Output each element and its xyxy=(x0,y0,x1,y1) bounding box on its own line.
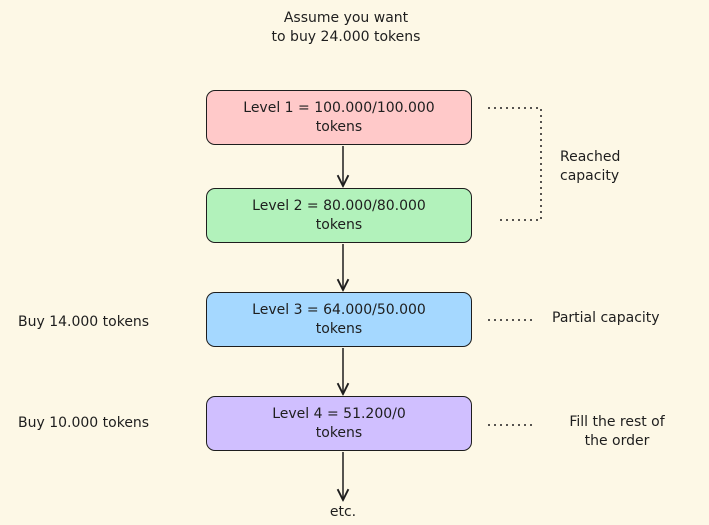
fill-line-2: the order xyxy=(584,433,650,449)
level-1-label: Level 1 = 100.000/100.000 xyxy=(243,99,435,116)
level-2-label: Level 2 = 80.000/80.000 xyxy=(252,197,426,214)
etc-label: etc. xyxy=(329,504,357,520)
reached-capacity-bracket xyxy=(488,107,542,221)
header-note: Assume you want to buy 24.000 tokens xyxy=(236,9,456,47)
reached-line-1: Reached xyxy=(560,149,621,165)
fill-line-1: Fill the rest of xyxy=(569,414,665,430)
level-4-label: Level 4 = 51.200/0 xyxy=(272,405,406,422)
reached-capacity-note: Reached capacity xyxy=(560,148,620,186)
level-3-unit: tokens xyxy=(315,320,363,337)
level-4-box: Level 4 = 51.200/0 tokens xyxy=(206,396,472,451)
level-4-unit: tokens xyxy=(315,424,363,441)
buy-level-3-note: Buy 14.000 tokens xyxy=(18,314,150,330)
fill-rest-note: Fill the rest of the order xyxy=(552,413,682,451)
header-line-1: Assume you want xyxy=(283,10,409,26)
level-2-box: Level 2 = 80.000/80.000 tokens xyxy=(206,188,472,243)
level-1-unit: tokens xyxy=(315,118,363,135)
level-3-box: Level 3 = 64.000/50.000 tokens xyxy=(206,292,472,347)
level-1-box: Level 1 = 100.000/100.000 tokens xyxy=(206,90,472,145)
buy-level-4-note: Buy 10.000 tokens xyxy=(18,415,150,431)
header-line-2: to buy 24.000 tokens xyxy=(271,29,421,45)
level-2-unit: tokens xyxy=(315,216,363,233)
reached-line-2: capacity xyxy=(560,168,620,184)
partial-capacity-note: Partial capacity xyxy=(552,310,660,326)
level-3-label: Level 3 = 64.000/50.000 xyxy=(252,301,426,318)
